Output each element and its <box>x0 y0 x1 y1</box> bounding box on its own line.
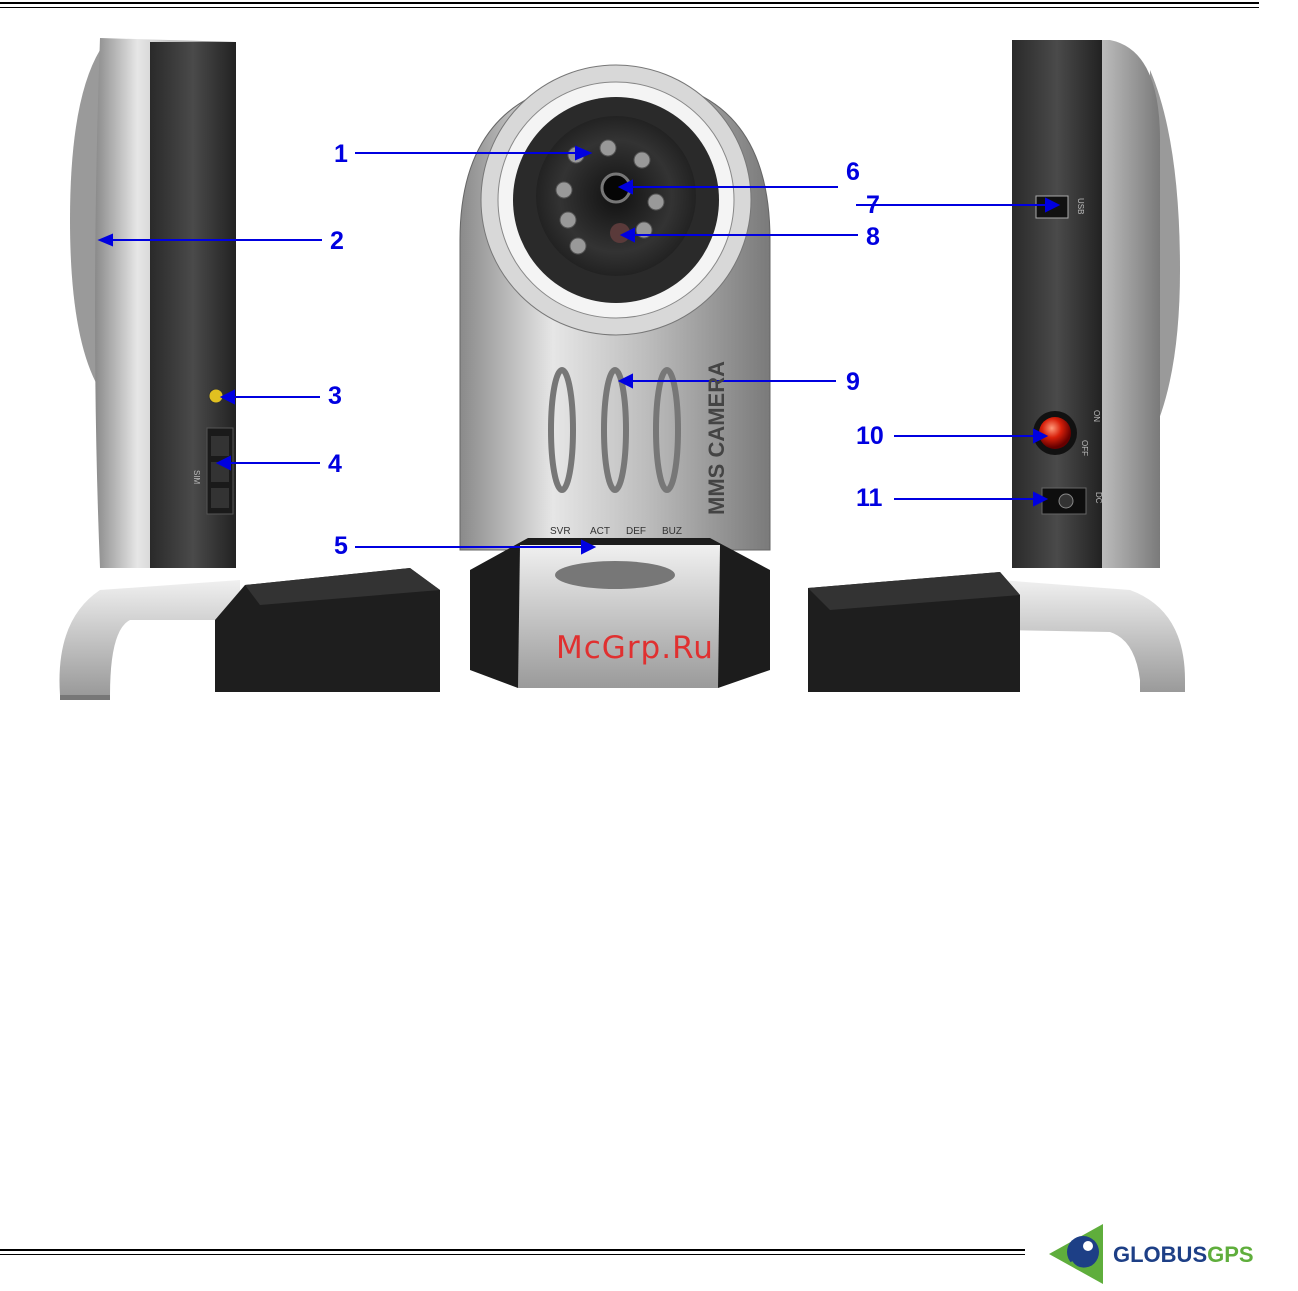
callout-1: 1 <box>334 142 348 167</box>
watermark: McGrp.Ru <box>556 630 714 666</box>
logo-wordmark: GLOBUSGPS <box>1113 1242 1254 1268</box>
front-title-text: MMS CAMERA <box>704 361 729 515</box>
footer-rule-thin <box>0 1254 1025 1255</box>
camera-figure: MMS CAMERA SVR ACT DEF BUZ SIM USB OFF O… <box>0 20 1298 710</box>
front-label-act: ACT <box>590 526 610 537</box>
globusgps-logo: GLOBUSGPS <box>1043 1222 1293 1286</box>
callout-9: 9 <box>846 370 860 395</box>
left-sim-label: SIM <box>192 470 201 485</box>
logo-wordmark-gps: GPS <box>1207 1242 1253 1267</box>
right-dc-label: DC <box>1094 492 1103 504</box>
callout-7: 7 <box>866 193 880 218</box>
callout-8: 8 <box>866 225 880 250</box>
callout-10: 10 <box>856 424 884 449</box>
footer-rule-thick <box>0 1249 1025 1251</box>
globe-icon <box>1043 1222 1111 1286</box>
header-rule-thick <box>0 2 1259 4</box>
right-side-view <box>808 40 1185 692</box>
right-off-label: OFF <box>1080 440 1089 456</box>
callout-5: 5 <box>334 534 348 559</box>
front-label-svr: SVR <box>550 526 571 537</box>
callout-3: 3 <box>328 384 342 409</box>
front-label-buz: BUZ <box>662 526 682 537</box>
camera-illustration: MMS CAMERA SVR ACT DEF BUZ SIM USB OFF O… <box>0 20 1298 710</box>
callout-6: 6 <box>846 160 860 185</box>
front-label-def: DEF <box>626 526 646 537</box>
callout-2: 2 <box>330 229 344 254</box>
header-rule-thin <box>0 7 1259 8</box>
right-on-label: ON <box>1092 410 1101 422</box>
right-usb-label: USB <box>1076 198 1085 214</box>
callout-4: 4 <box>328 452 342 477</box>
logo-wordmark-globus: GLOBUS <box>1113 1242 1207 1267</box>
callout-11: 11 <box>856 486 882 511</box>
left-side-view <box>60 38 441 700</box>
